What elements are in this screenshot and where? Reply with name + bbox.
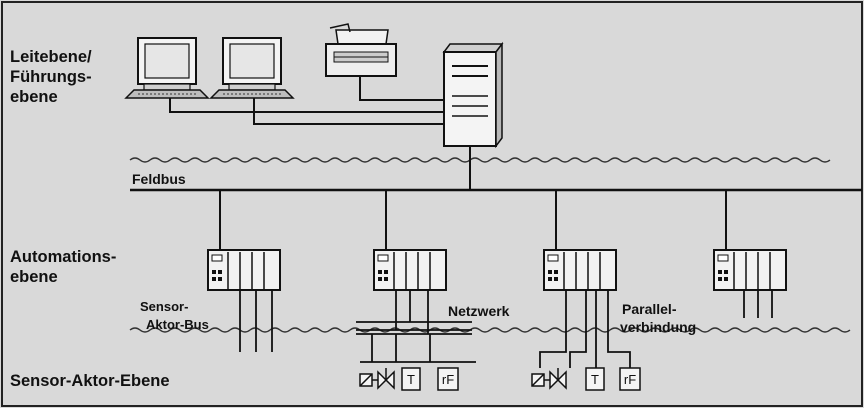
parallelverbindung-wires [539, 290, 631, 368]
feldbus-drops [219, 190, 727, 250]
workstation-2-icon [209, 37, 295, 99]
level-label-automation-1: Automations- [10, 248, 116, 266]
humidity-sensor-2-label: rF [624, 372, 636, 387]
temperature-sensor-1-label: T [407, 372, 415, 387]
temperature-sensor-2-icon: T [585, 367, 605, 391]
level-label-leitebene-1: Leitebene/ [10, 48, 92, 66]
netzwerk-bus [356, 290, 476, 363]
level-separator-top [129, 157, 831, 163]
plc-unit-3-icon [543, 249, 617, 291]
plc-unit-1-icon [207, 249, 281, 291]
level-label-sensor-aktor-ebene: Sensor-Aktor-Ebene [10, 372, 170, 390]
workstation-1-icon [124, 37, 210, 99]
parallel-label-2: verbindung [620, 319, 696, 335]
level-separator-bottom [129, 327, 851, 333]
humidity-sensor-1-icon: rF [437, 367, 459, 391]
valve-1-icon [359, 368, 395, 390]
temperature-sensor-1-icon: T [401, 367, 421, 391]
server-icon [442, 41, 504, 149]
sensor-aktor-bus-label-2: Aktor-Bus [146, 317, 209, 332]
level-label-leitebene-2: Führungs- [10, 68, 92, 86]
feldbus-label: Feldbus [132, 171, 186, 187]
plc-unit-4-icon [713, 249, 787, 291]
level-label-leitebene-3: ebene [10, 88, 58, 106]
parallel-label-1: Parallel- [622, 301, 677, 317]
valve-2-icon [531, 368, 567, 390]
printer-icon [325, 23, 397, 77]
level-label-automation-2: ebene [10, 268, 58, 286]
plc-unit-2-icon [373, 249, 447, 291]
humidity-sensor-1-label: rF [442, 372, 454, 387]
temperature-sensor-2-label: T [591, 372, 599, 387]
sensor-aktor-bus-label-1: Sensor- [140, 299, 188, 314]
netzwerk-label: Netzwerk [448, 303, 510, 319]
leitebene-connections [169, 76, 471, 190]
humidity-sensor-2-icon: rF [619, 367, 641, 391]
plc-output-wires [239, 290, 773, 352]
